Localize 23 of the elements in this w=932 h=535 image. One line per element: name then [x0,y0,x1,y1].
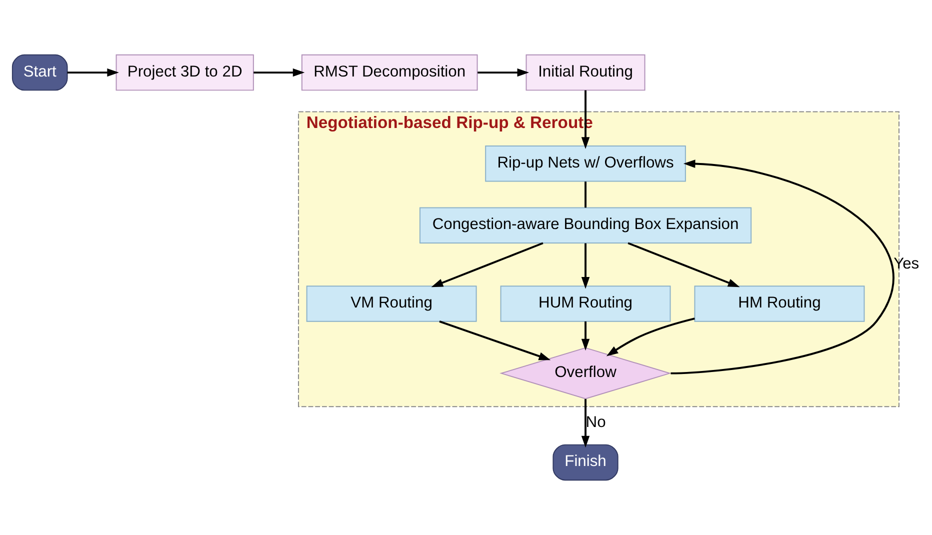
node-box: Project 3D to 2D [116,54,254,91]
arrow [670,160,894,374]
arrow [628,242,740,288]
node-box: Start [12,54,68,91]
arrow [254,68,305,77]
arrow [439,320,551,360]
node-box: Congestion-aware Bounding Box Expansion [419,207,752,244]
arrow [67,68,119,77]
arrow [581,243,590,289]
node-box: HUM Routing [500,286,671,322]
arrow [581,321,590,351]
node-box: Rip-up Nets w/ Overflows [485,146,686,182]
node-box: Finish [552,444,618,481]
edge-label: No [586,414,606,431]
node-box: Initial Routing [526,54,646,91]
arrow [606,318,695,356]
node-box: VM Routing [306,286,477,322]
arrow [581,399,590,448]
arrow [431,242,544,288]
arrow [478,68,530,77]
connector [584,182,586,208]
node-box: HM Routing [694,286,865,322]
node-box: RMST Decomposition [301,54,478,91]
